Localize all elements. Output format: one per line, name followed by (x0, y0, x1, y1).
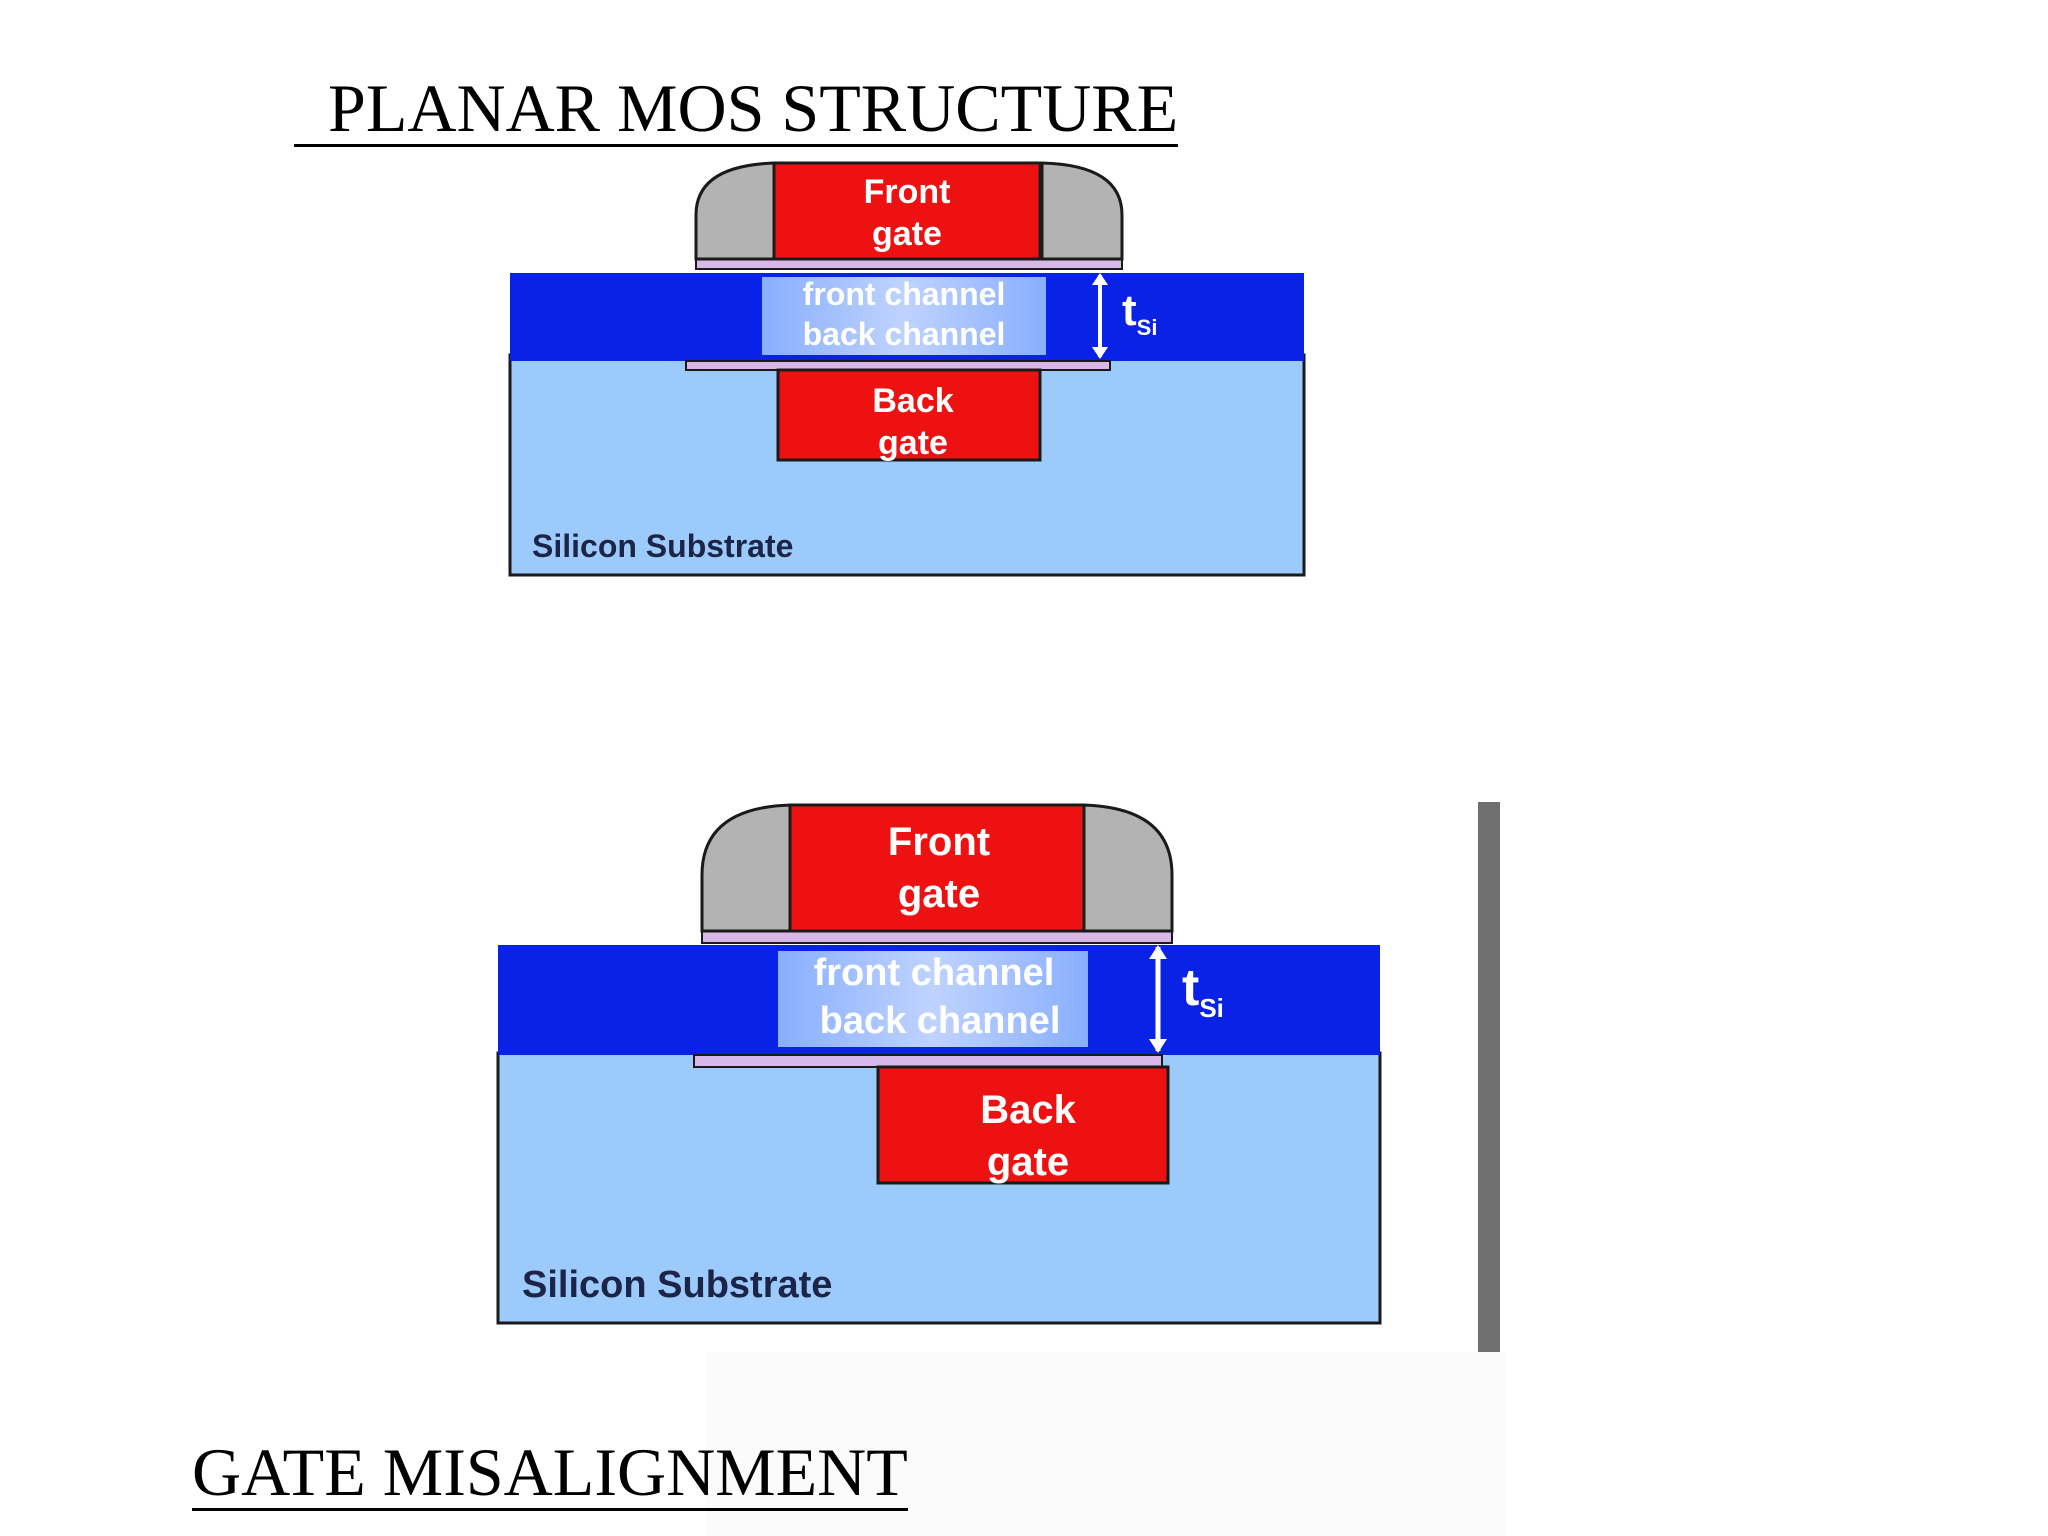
front-gate (788, 803, 1086, 933)
tsi-arrow-head-down (1149, 1039, 1167, 1053)
front-channel-label: front channel (814, 952, 1055, 994)
title-gate-misalignment: GATE MISALIGNMENT (192, 1434, 908, 1511)
tsi-label: tSi (1122, 286, 1157, 340)
back-channel-label: back channel (803, 316, 1006, 352)
vertical-divider-bar (1478, 802, 1500, 1352)
back-gate (876, 1065, 1170, 1185)
tsi-arrow-head-up (1092, 273, 1108, 285)
right-spacer (1040, 161, 1124, 261)
planar-mos-diagram: Front gate front channel back channel tS… (508, 161, 1306, 577)
tsi-arrow-head-up (1149, 945, 1167, 959)
front-gate-oxide (701, 930, 1173, 944)
left-spacer (700, 803, 794, 933)
background-band (706, 1352, 1506, 1536)
front-gate-label-line2: gate (872, 215, 942, 253)
back-gate-label-line1: Back (872, 382, 953, 420)
back-gate-oxide (693, 1054, 1163, 1068)
right-spacer (1080, 803, 1174, 933)
front-gate-label-line2: gate (898, 872, 980, 916)
back-gate (776, 368, 1042, 462)
front-gate-label-line1: Front (888, 820, 990, 864)
front-gate-label-line1: Front (864, 173, 951, 211)
front-gate (772, 161, 1042, 261)
left-spacer (694, 161, 778, 261)
back-channel-label: back channel (820, 1000, 1061, 1042)
back-gate-label-line2: gate (987, 1140, 1069, 1184)
gate-misalignment-diagram: Front gate front channel back channel tS… (496, 803, 1382, 1325)
title-planar-mos-structure: PLANAR MOS STRUCTURE (294, 70, 1179, 147)
front-channel-label: front channel (803, 276, 1006, 312)
tsi-label: tSi (1182, 959, 1224, 1023)
channel-region (762, 277, 1046, 355)
back-gate-label-line2: gate (878, 424, 948, 462)
tsi-arrow-head-down (1092, 347, 1108, 359)
substrate-label: Silicon Substrate (522, 1264, 832, 1306)
back-gate-label-line1: Back (980, 1088, 1076, 1132)
substrate-label: Silicon Substrate (532, 528, 793, 564)
channel-region (778, 951, 1088, 1047)
